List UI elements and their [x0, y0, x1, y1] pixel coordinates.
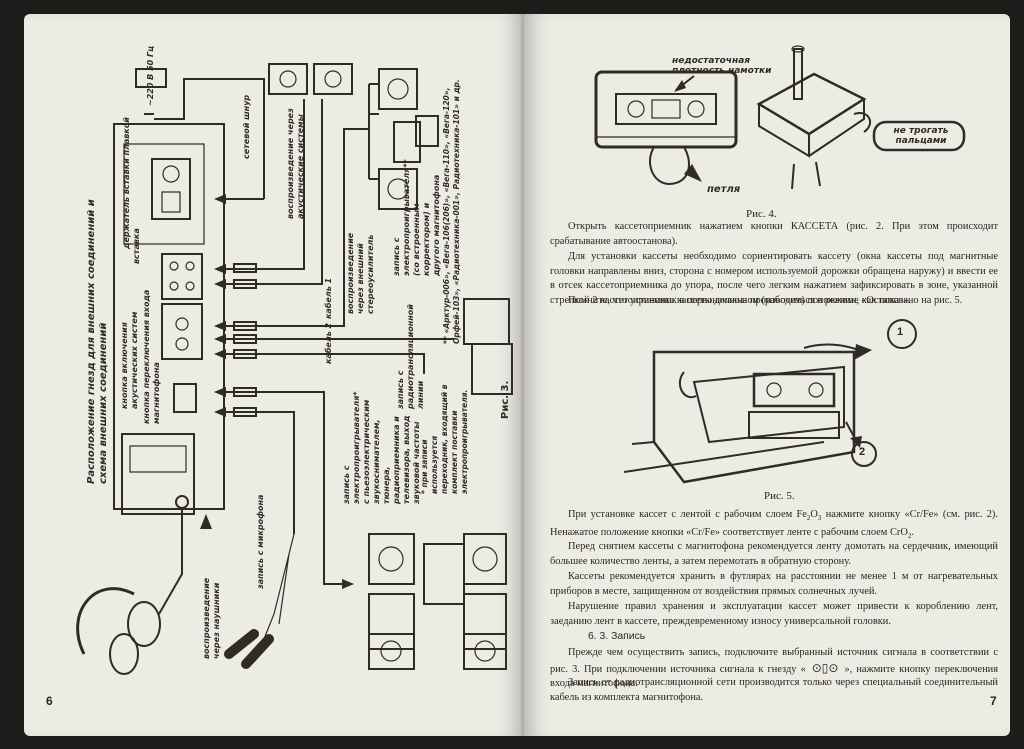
paragraph-4-start: При установке кассет с лентой с рабочим … — [568, 509, 807, 520]
paragraph-8: Прежде чем осуществить запись, подключит… — [550, 646, 998, 692]
fuse-holder-label: держатель вставки плавкой — [122, 117, 131, 249]
fig5-caption: Рис. 5. — [764, 490, 795, 502]
adapter-note: * при записи используется переходник, вх… — [420, 384, 469, 494]
page-number-right: 7 — [990, 694, 997, 708]
fe-oxygen: O — [810, 509, 818, 520]
right-page: недостаточная плотность намотки не трога… — [524, 14, 1010, 736]
fig4-label-loop: петля — [707, 184, 741, 195]
fig5-marker-2: 2 — [859, 446, 866, 458]
cable1-label: кабель 1 — [324, 277, 333, 319]
headphones-label: воспроизведение через наушники — [202, 577, 221, 659]
fig4-label-touch: не трогать пальцами — [893, 126, 949, 146]
paragraph-5: Перед снятием кассеты с магнитофона реко… — [550, 541, 998, 567]
fe-subscript-3: 3 — [817, 514, 822, 523]
left-page: Расположение гнезд для внешних соединени… — [24, 14, 524, 736]
record-from-player-label: запись с электропроигрывателя* с пьезоэл… — [342, 391, 421, 504]
fig3-caption: Рис. 3. — [500, 380, 511, 419]
fe-subscript-2: 2 — [806, 514, 811, 523]
paragraph-4-rest: нажмите кнопку «Cr/Fe» (см. рис. 2). Нен… — [550, 509, 998, 538]
fig4-caption: Рис. 4. — [746, 208, 777, 220]
paragraph-9: Запись от радиотрансляционной сети произ… — [550, 677, 998, 703]
fig4-cassette-drawing — [594, 45, 966, 190]
paragraph-3: Помните, что установка кассеты должна пр… — [568, 295, 912, 306]
external-amp-label: воспроизведение через внешний стереоусил… — [346, 232, 375, 314]
page-number-left: 6 — [46, 694, 53, 708]
paragraph-6: Кассеты рекомендуется хранить в футлярах… — [550, 571, 998, 597]
device-panel — [113, 123, 225, 510]
cro-subscript-2: 2 — [907, 531, 912, 540]
paragraph-4: При установке кассет с лентой с рабочим … — [550, 508, 998, 543]
paragraph-7: Нарушение правил хранения и эксплуатации… — [550, 601, 998, 627]
paragraph-4-end: . — [911, 526, 914, 538]
diagram-heading: Расположение гнезд для внешних соединени… — [86, 199, 109, 484]
power-cord-label: сетевой шнур — [242, 94, 251, 159]
speaker-switch-label: кнопка включения акустических систем — [120, 311, 139, 409]
record-from-recorder-label: запись с электропроигрывателя** (со встр… — [392, 159, 441, 276]
fuse-label: вставка — [132, 228, 141, 264]
microphone-label: запись с микрофона — [256, 494, 265, 589]
mains-plug-label: ~220 В 50 Гц — [146, 45, 155, 106]
paragraph-2: Для установки кассеты необходимо сориент… — [550, 251, 998, 306]
paragraph-8-start: Прежде чем осуществить запись, подключит… — [550, 647, 998, 675]
recorder-models-note: ** «Арктур-006», «Вега-106(206)», «Вега-… — [442, 79, 461, 344]
cable2-label: кабель 2 — [324, 322, 333, 364]
input-jack-symbol: ⊙▯⊙ — [811, 660, 839, 675]
paragraph-8-end: », нажмите кнопку переключения входа маг… — [550, 663, 998, 690]
speaker-playback-label: воспроизведение через акустические систе… — [286, 108, 305, 219]
section-title: 6. 3. Запись — [588, 631, 646, 642]
input-switch-label: кнопка переключения входа магнитофона — [142, 289, 161, 424]
fig5-cassette-insert-drawing — [623, 319, 917, 484]
fig4-label-tension: недостаточная плотность намотки — [672, 56, 772, 76]
connection-diagram — [76, 63, 513, 675]
fig5-marker-1: 1 — [897, 326, 904, 338]
paragraph-1: Открыть кассетоприемник нажатием кнопки … — [550, 221, 998, 247]
